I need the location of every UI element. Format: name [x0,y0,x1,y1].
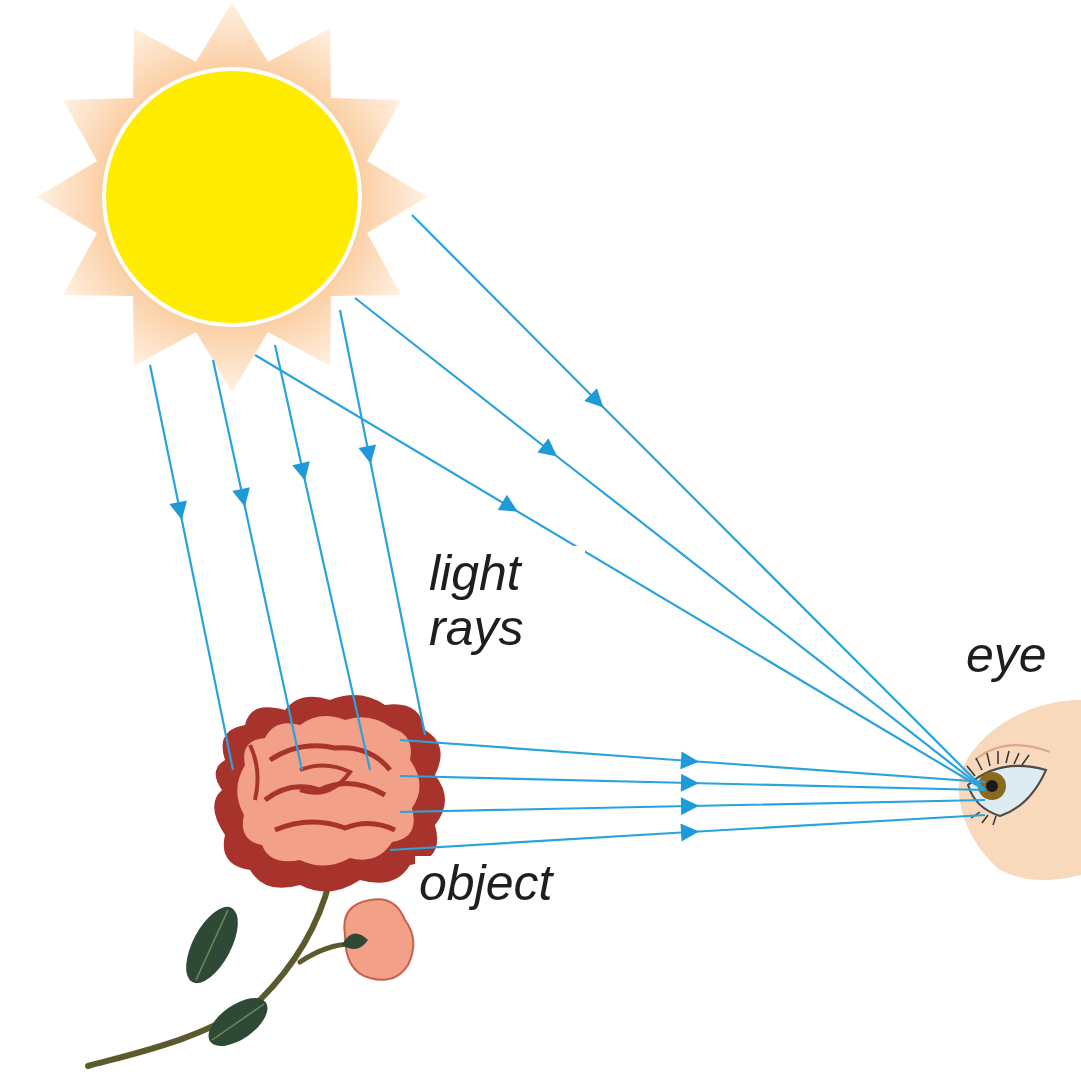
light-ray [150,365,233,770]
eye-pupil [986,780,998,792]
rose-petal-edge [275,822,395,830]
light-ray [340,310,425,735]
light-ray [255,355,985,790]
label-wrap: light rays [425,546,585,656]
reflected-ray [400,800,985,812]
reflected-ray [400,776,985,790]
rose-leaf [200,989,275,1056]
label-wrap: object [415,856,615,911]
light-ray [355,298,985,790]
eyelid-crease [975,745,1050,760]
light-ray [275,345,370,770]
reflected-ray [400,740,985,782]
rose-stem [88,880,330,1066]
label-text: light rays [425,546,585,656]
bud-sepal [342,934,368,949]
rose-petals-inner [237,716,419,866]
label-text: eye [962,628,1051,683]
reflected-ray [390,815,985,850]
light-ray [213,360,302,770]
leaf-vein [212,1004,264,1040]
eyelashes [967,751,1029,825]
bud-stem [300,944,352,962]
sun-halo [37,2,427,392]
label-text: object [415,856,556,911]
rose-petals-outer [214,695,445,891]
sun-disc [104,69,360,325]
label-wrap: eye [962,628,1072,683]
rose-petal-edge [300,765,350,792]
rose-leaf [176,899,249,991]
leaf-vein [196,910,228,980]
rose-petal-edge [250,745,258,800]
light-ray [412,215,985,790]
